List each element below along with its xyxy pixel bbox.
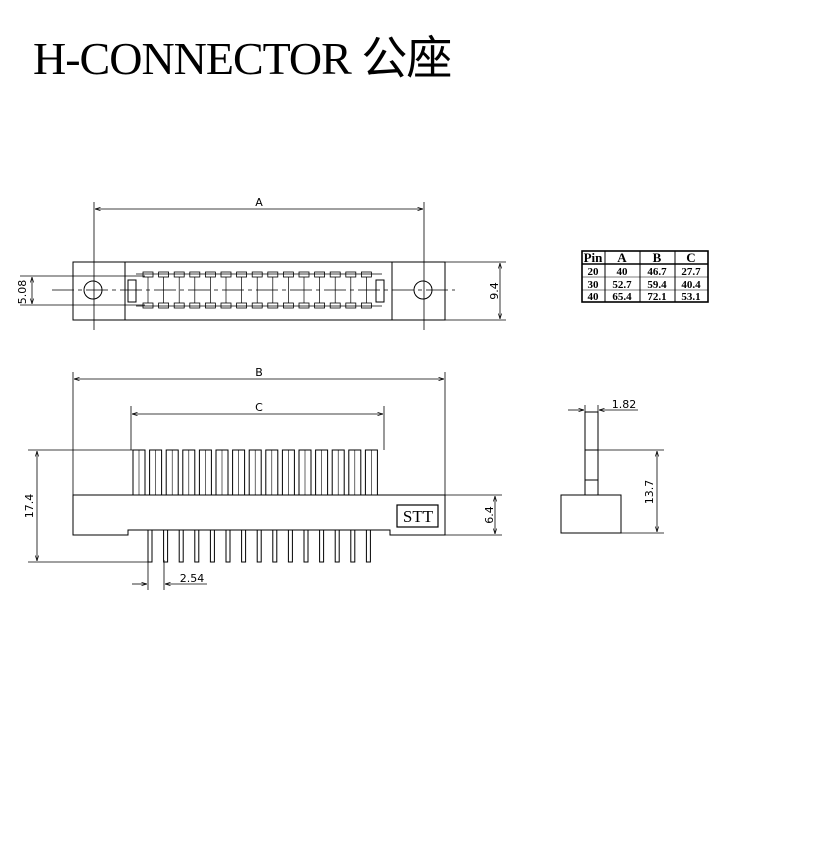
contact-bottom: [220, 302, 232, 309]
dimension-b: [72, 372, 446, 495]
solder-pin: [303, 529, 309, 563]
table-cell: 53.1: [681, 291, 700, 303]
table-cell: 40: [617, 266, 629, 278]
contact-rows: [136, 271, 382, 309]
dimension-5-08: [20, 275, 145, 306]
contact-bottom: [142, 302, 154, 309]
solder-pin: [350, 529, 356, 563]
table-header-pin: Pin: [584, 250, 604, 265]
dimension-a: [93, 202, 425, 330]
solder-pin: [272, 529, 278, 563]
top-view-body: [72, 261, 446, 321]
dimension-17-4: [28, 449, 150, 563]
front-pins-bottom: [147, 529, 371, 563]
contact-top: [204, 271, 216, 278]
solder-pin: [209, 529, 215, 563]
solder-pin: [256, 529, 262, 563]
dimension-b-label: B: [255, 366, 263, 379]
contact-top: [189, 271, 201, 278]
contact-bottom: [204, 302, 216, 309]
solder-pin: [334, 529, 340, 563]
contact-top: [298, 271, 310, 278]
table-cell: 59.4: [647, 279, 667, 291]
contact-top: [282, 271, 294, 278]
dimension-2-54-label: 2.54: [180, 572, 205, 585]
dimension-2-54: [132, 560, 207, 590]
solder-pin: [163, 529, 169, 563]
contact-bottom: [329, 302, 341, 309]
dimension-13-7-label: 13.7: [643, 480, 656, 505]
solder-pin: [178, 529, 184, 563]
contact-bottom: [298, 302, 310, 309]
contact-bottom: [314, 302, 326, 309]
contact-bottom: [236, 302, 248, 309]
side-view-body: [560, 494, 622, 534]
dimension-13-7: [598, 449, 664, 534]
contact-bottom: [251, 302, 263, 309]
stamp-box: [396, 504, 439, 528]
contact-top: [314, 271, 326, 278]
dimension-1-82-label: 1.82: [612, 398, 637, 411]
solder-pin: [147, 529, 153, 563]
drawing-title: H-CONNECTOR 公座: [33, 33, 452, 84]
contact-bottom: [345, 302, 357, 309]
table-cell: 72.1: [647, 291, 666, 303]
table-cell: 27.7: [681, 266, 701, 278]
front-view-body: [72, 494, 446, 536]
contact-bottom: [173, 302, 185, 309]
table-cell: 20: [588, 266, 600, 278]
spec-table: Pin A B C 20 40 46.7 27.7 30 52.7 59.4 4…: [581, 250, 709, 303]
contact-bottom: [158, 302, 170, 309]
contact-top: [251, 271, 263, 278]
side-view: [560, 411, 622, 534]
dimension-1-82: [568, 405, 638, 418]
table-cell: 40: [588, 291, 600, 303]
solder-pin: [241, 529, 247, 563]
dimension-6-4: [445, 494, 502, 536]
contact-top: [360, 271, 372, 278]
table-cell: 65.4: [612, 291, 632, 303]
contact-top: [267, 271, 279, 278]
dimension-9-4-label: 9.4: [488, 282, 501, 300]
table-cell: 46.7: [647, 266, 667, 278]
table-header-b: B: [653, 250, 662, 265]
front-pins-top: [132, 449, 378, 496]
top-view: [52, 261, 455, 321]
contact-bottom: [189, 302, 201, 309]
solder-pin: [319, 529, 325, 563]
dimension-6-4-label: 6.4: [483, 506, 496, 524]
stamp-text: STT: [403, 507, 434, 526]
contact-top: [173, 271, 185, 278]
front-view: [72, 449, 446, 563]
table-cell: 52.7: [612, 279, 632, 291]
solder-pin: [287, 529, 293, 563]
solder-pin: [194, 529, 200, 563]
solder-pin: [225, 529, 231, 563]
solder-pin: [365, 529, 371, 563]
contact-top: [158, 271, 170, 278]
contact-bottom: [360, 302, 372, 309]
dimension-c-label: C: [255, 401, 263, 414]
table-header-a: A: [617, 250, 627, 265]
contact-top: [220, 271, 232, 278]
table-cell: 40.4: [681, 279, 701, 291]
table-cell: 30: [588, 279, 600, 291]
dimension-17-4-label: 17.4: [23, 494, 36, 519]
contact-bottom: [267, 302, 279, 309]
contact-top: [236, 271, 248, 278]
dimension-5-08-label: 5.08: [16, 280, 29, 305]
table-header-c: C: [686, 250, 695, 265]
dimension-a-label: A: [255, 196, 263, 209]
dimension-c: [130, 406, 385, 450]
contact-top: [345, 271, 357, 278]
contact-top: [329, 271, 341, 278]
side-view-pin: [584, 411, 599, 496]
dimension-9-4: [445, 261, 506, 321]
contact-bottom: [282, 302, 294, 309]
